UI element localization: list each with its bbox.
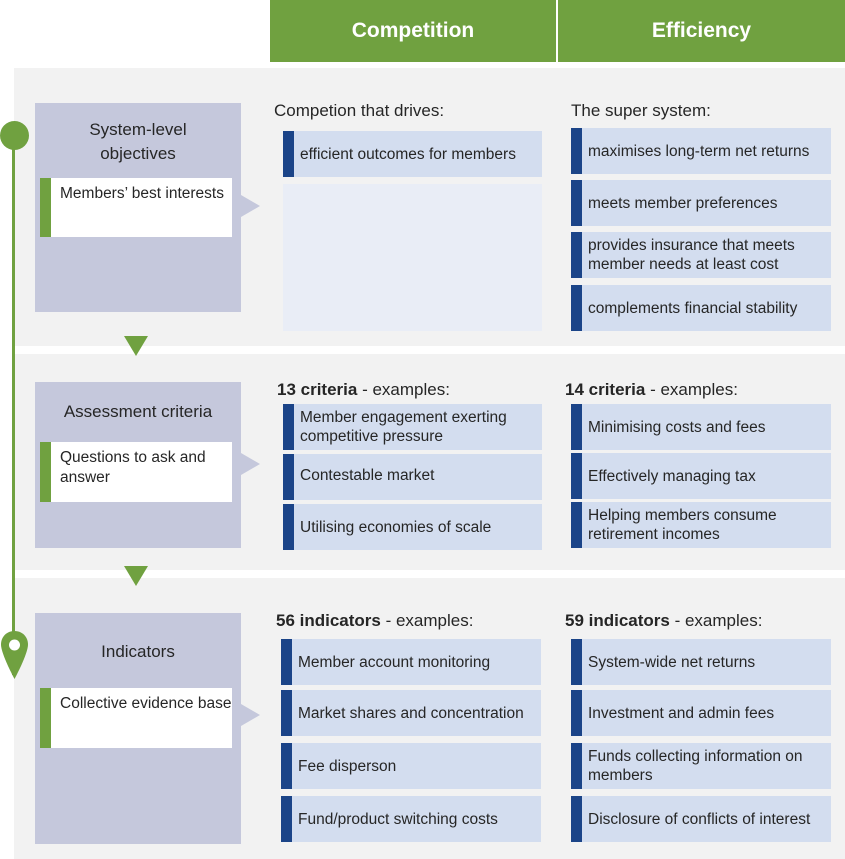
list-item: provides insurance that meets member nee… bbox=[571, 232, 831, 278]
list-item: Utilising economies of scale bbox=[283, 504, 542, 550]
list-item: Market shares and concentration bbox=[281, 690, 541, 736]
triangle-down-icon bbox=[124, 336, 148, 356]
section-label-competition: Competion that drives: bbox=[274, 100, 444, 122]
list-item: Funds collecting information on members bbox=[571, 743, 831, 789]
column-header-competition: Competition bbox=[270, 0, 556, 62]
left-box-indicators: Indicators Collective evidence base bbox=[35, 613, 241, 844]
left-box-card: Members’ best interests bbox=[40, 178, 232, 237]
list-item: efficient outcomes for members bbox=[283, 131, 542, 177]
circle-dot-icon bbox=[0, 121, 29, 150]
section-label-count: 59 indicators bbox=[565, 611, 670, 630]
empty-placeholder bbox=[283, 184, 542, 331]
section-label-competition: 56 indicators - examples: bbox=[276, 610, 473, 632]
section-label-competition: 13 criteria - examples: bbox=[277, 379, 450, 401]
list-item: Fee disperson bbox=[281, 743, 541, 789]
list-item: Minimising costs and fees bbox=[571, 404, 831, 450]
list-item: Effectively managing tax bbox=[571, 453, 831, 499]
list-item: maximises long-term net returns bbox=[571, 128, 831, 174]
left-box-criteria: Assessment criteria Questions to ask and… bbox=[35, 382, 241, 548]
left-box-title: System-level objectives bbox=[89, 120, 187, 163]
timeline-line bbox=[12, 135, 15, 675]
map-pin-icon bbox=[1, 631, 28, 679]
list-item: Contestable market bbox=[283, 454, 542, 500]
list-item: Helping members consume retirement incom… bbox=[571, 502, 831, 548]
column-header-label: Competition bbox=[351, 19, 475, 42]
list-item: meets member preferences bbox=[571, 180, 831, 226]
list-item: Disclosure of conflicts of interest bbox=[571, 796, 831, 842]
left-box-title: Indicators bbox=[101, 642, 175, 661]
list-item: Member engagement exerting competitive p… bbox=[283, 404, 542, 450]
pointer-arrow-icon bbox=[241, 195, 260, 217]
section-label-text: - examples: bbox=[669, 611, 763, 630]
section-label-count: 14 criteria bbox=[565, 380, 646, 399]
list-item: System-wide net returns bbox=[571, 639, 831, 685]
section-label-efficiency: 14 criteria - examples: bbox=[565, 379, 738, 401]
left-box-objectives: System-level objectives Members’ best in… bbox=[35, 103, 241, 312]
section-label-text: - examples: bbox=[645, 380, 738, 399]
list-item: Fund/product switching costs bbox=[281, 796, 541, 842]
section-label-text: - examples: bbox=[380, 611, 474, 630]
section-label-efficiency: The super system: bbox=[571, 100, 711, 122]
left-box-card: Questions to ask and answer bbox=[40, 442, 232, 502]
list-item: Member account monitoring bbox=[281, 639, 541, 685]
section-label-count: 13 criteria bbox=[277, 380, 358, 399]
list-item: Investment and admin fees bbox=[571, 690, 831, 736]
pointer-arrow-icon bbox=[241, 704, 260, 726]
column-header-efficiency: Efficiency bbox=[558, 0, 845, 62]
left-box-card: Collective evidence base bbox=[40, 688, 232, 748]
section-label-text: - examples: bbox=[357, 380, 450, 399]
column-header-label: Efficiency bbox=[651, 19, 752, 42]
left-box-title: Assessment criteria bbox=[63, 402, 213, 421]
list-item: complements financial stability bbox=[571, 285, 831, 331]
section-label-count: 56 indicators bbox=[276, 611, 381, 630]
section-label-efficiency: 59 indicators - examples: bbox=[565, 610, 762, 632]
section-label-text: Competion that drives: bbox=[274, 101, 445, 120]
triangle-down-icon bbox=[124, 566, 148, 586]
pointer-arrow-icon bbox=[241, 453, 260, 475]
section-label-text: The super system: bbox=[571, 101, 711, 120]
